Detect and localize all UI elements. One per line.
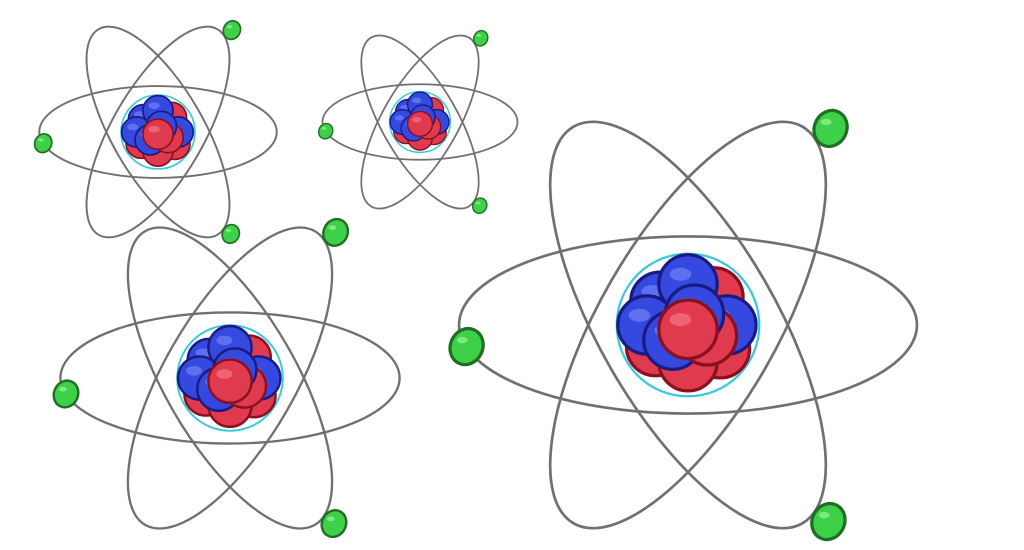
atom-small-top-middle	[317, 29, 519, 215]
orbit-path	[126, 226, 334, 530]
electron	[317, 122, 334, 140]
orbit-path	[457, 235, 919, 415]
nucleus	[176, 324, 282, 429]
orbit-path	[126, 226, 334, 530]
electron	[33, 133, 53, 154]
proton	[142, 118, 174, 151]
orbit-path	[360, 34, 480, 210]
atom-large-right	[448, 108, 919, 542]
electron	[221, 223, 241, 245]
atom-small-top-left	[33, 19, 278, 245]
atom-medium-bottom-left	[52, 217, 401, 539]
orbit-path	[321, 83, 519, 161]
orbit-path	[548, 120, 828, 530]
electron	[810, 501, 847, 542]
nucleus	[389, 91, 450, 151]
nucleus	[120, 94, 195, 168]
electron	[472, 197, 488, 215]
nucleus	[616, 253, 758, 393]
orbit-path	[548, 120, 828, 530]
orbit-path	[360, 34, 480, 210]
proton	[207, 358, 253, 405]
electron	[448, 326, 485, 367]
electron	[222, 19, 242, 41]
electron	[322, 217, 350, 247]
proton	[657, 298, 719, 361]
orbit-path	[38, 85, 278, 179]
electron	[472, 29, 489, 47]
electron	[812, 108, 849, 149]
orbit-path	[85, 25, 231, 239]
proton	[406, 110, 434, 137]
orbit-path	[85, 25, 231, 239]
electron	[52, 379, 80, 409]
electron	[320, 509, 348, 539]
